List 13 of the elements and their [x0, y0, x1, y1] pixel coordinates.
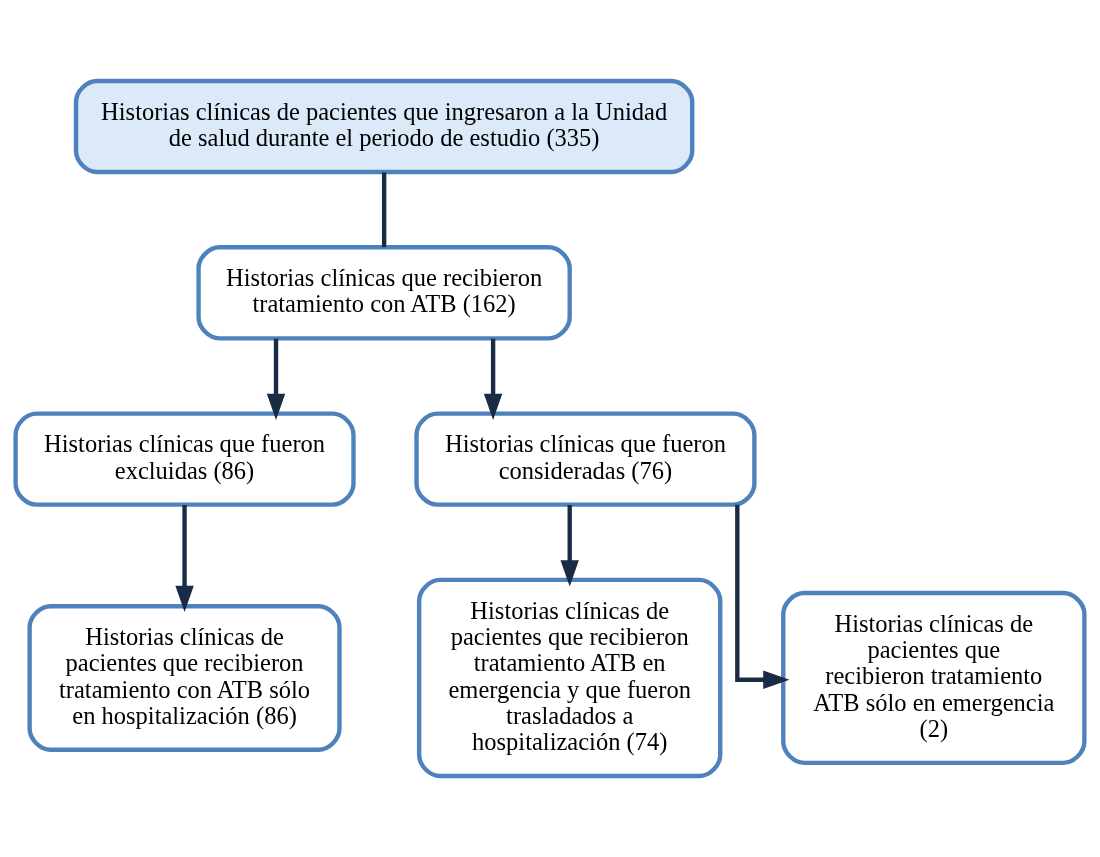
- node-box: Historias clínicas que recibieron tratamiento con ATB (162): [196, 245, 572, 341]
- arrow: [560, 505, 579, 587]
- arrow: [266, 338, 286, 420]
- node-box: Historias clínicas que fueron excluidas (86): [13, 411, 356, 507]
- node-box: Historias clínicas de pacientes que recibieron tratamiento ATB en emergencia y que fueron trasladados a hospitalización (74): [416, 577, 723, 779]
- arrow: [735, 504, 790, 689]
- connector: [381, 172, 387, 248]
- node-box: Historias clínicas de pacientes que recibieron tratamiento ATB sólo en emergencia (2): [781, 590, 1087, 766]
- node-box: Historias clínicas que fueron consideradas (76): [414, 411, 757, 507]
- node-box: Historias clínicas de pacientes que ingresaron a la Unidad de salud durante el periodo de estudio (335): [73, 78, 695, 175]
- arrow: [175, 505, 194, 613]
- node-box: Historias clínicas de pacientes que recibieron tratamiento con ATB sólo en hospitalización (86): [27, 604, 342, 752]
- arrow: [483, 338, 503, 420]
